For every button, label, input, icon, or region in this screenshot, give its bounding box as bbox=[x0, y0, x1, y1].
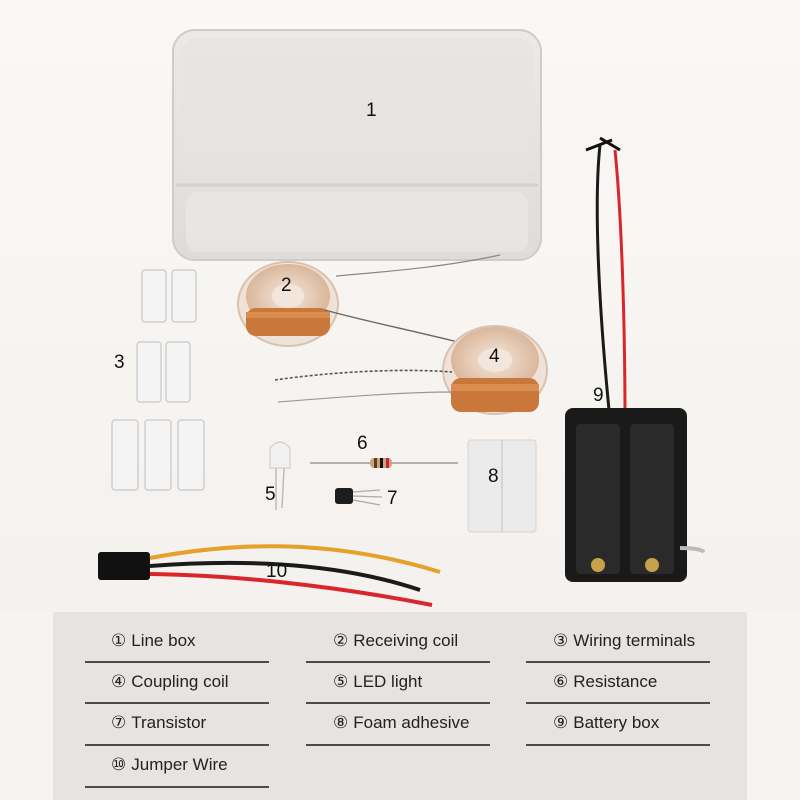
legend-marker: ① bbox=[111, 631, 127, 650]
product-photo: 1 2 3 4 5 6 7 8 9 10 bbox=[0, 0, 800, 612]
callout-6: 6 bbox=[357, 433, 368, 454]
jumper-wire bbox=[98, 544, 441, 607]
coupling-coil bbox=[274, 325, 548, 415]
legend-marker: ⑩ bbox=[111, 755, 127, 774]
legend-marker: ⑤ bbox=[333, 672, 349, 691]
legend-label: Line box bbox=[131, 631, 196, 650]
legend-marker: ⑧ bbox=[333, 713, 349, 732]
divider bbox=[526, 661, 710, 663]
legend-label: Wiring terminals bbox=[573, 631, 696, 650]
legend-label: Battery box bbox=[573, 713, 660, 732]
divider bbox=[85, 661, 269, 663]
legend-marker: ③ bbox=[553, 631, 569, 650]
legend-label: Transistor bbox=[131, 713, 207, 732]
divider bbox=[85, 786, 269, 788]
callout-2: 2 bbox=[281, 275, 292, 296]
divider bbox=[85, 744, 269, 746]
divider bbox=[306, 661, 490, 663]
transistor bbox=[335, 488, 383, 506]
legend-label: Foam adhesive bbox=[353, 713, 470, 732]
receiving-coil bbox=[237, 254, 501, 347]
legend-label: Receiving coil bbox=[353, 631, 459, 650]
callout-8: 8 bbox=[488, 466, 499, 487]
components-illustration bbox=[98, 29, 706, 607]
callout-7: 7 bbox=[387, 488, 398, 509]
legend-label: Jumper Wire bbox=[131, 755, 228, 774]
legend-label: LED light bbox=[353, 672, 423, 691]
callout-3: 3 bbox=[114, 352, 125, 373]
legend-marker: ⑦ bbox=[111, 713, 127, 732]
legend-label: Coupling coil bbox=[131, 672, 229, 691]
callout-10: 10 bbox=[266, 561, 288, 582]
battery-box bbox=[565, 136, 706, 582]
legend-marker: ⑥ bbox=[553, 672, 569, 691]
callout-4: 4 bbox=[489, 346, 500, 367]
divider bbox=[526, 744, 710, 746]
wiring-terminals bbox=[111, 269, 205, 491]
line-box bbox=[172, 29, 542, 261]
callout-9: 9 bbox=[593, 385, 604, 406]
legend-marker: ④ bbox=[111, 672, 127, 691]
led-light bbox=[269, 441, 291, 510]
divider bbox=[306, 702, 490, 704]
callout-5: 5 bbox=[265, 484, 276, 505]
foam-adhesive bbox=[467, 439, 537, 533]
legend-marker: ⑨ bbox=[553, 713, 569, 732]
legend-label: Resistance bbox=[573, 672, 658, 691]
legend-marker: ② bbox=[333, 631, 349, 650]
callout-1: 1 bbox=[366, 100, 377, 121]
divider bbox=[306, 744, 490, 746]
divider bbox=[85, 702, 269, 704]
resistor bbox=[310, 458, 458, 468]
divider bbox=[526, 702, 710, 704]
